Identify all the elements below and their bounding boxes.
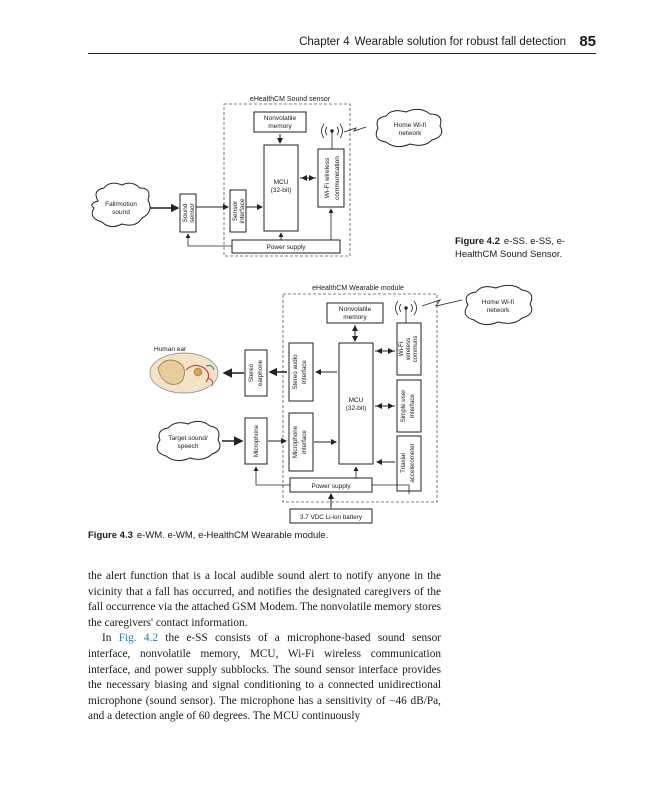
- target-sound-label-1: Target sound/: [168, 435, 208, 442]
- nv-memory-label-2: memory: [268, 123, 292, 130]
- figure-4-2-caption-text: e-SS. e-SS, e-HealthCM Sound Sensor.: [455, 236, 566, 260]
- fall-motion-label-1: Fall/motion: [105, 201, 137, 208]
- mic-interface-label-2: interface: [301, 430, 308, 454]
- microphone-label: Microphone: [253, 424, 260, 457]
- chapter-title: Wearable solution for robust fall detect…: [354, 36, 566, 48]
- nv-memory-2-label-1: Nonvolatile: [339, 306, 372, 313]
- wifi-wireless-label-2: wireless: [405, 338, 412, 361]
- body-text: the alert function that is a local audib…: [88, 569, 441, 725]
- human-ear-label: Human ear: [154, 346, 187, 353]
- target-sound-label-2: speech: [178, 443, 199, 450]
- wifi-wireless-label-3: communs: [412, 336, 419, 363]
- simple-user-interface-box: [396, 379, 422, 433]
- home-wifi-cloud: Home Wi-fi network: [375, 108, 443, 148]
- battery-box: [289, 508, 373, 524]
- fall-motion-sound-cloud: Fall/motion sound: [91, 182, 151, 228]
- wifi-wireless-box: [396, 322, 422, 376]
- home-wifi-2-label-2: network: [487, 307, 511, 314]
- mcu-2-label-2: (32-bit): [346, 405, 367, 412]
- paragraph-1: the alert function that is a local audib…: [88, 570, 441, 629]
- wireless-link-zigzag-2: [421, 299, 463, 307]
- mcu-box-2: [338, 342, 374, 465]
- simple-ui-label-2: interface: [409, 394, 416, 418]
- target-sound-cloud: Target sound/ speech: [156, 420, 221, 462]
- sound-sensor-label-1: Sound: [182, 203, 189, 222]
- fig42-title: eHealthCM Sound sensor: [250, 96, 331, 103]
- earphone-label-1: Stereo: [248, 363, 255, 382]
- mcu-box: [263, 144, 299, 232]
- nv-memory-2-label-2: memory: [343, 314, 367, 321]
- nv-memory-label-1: Nonvolatile: [264, 115, 297, 122]
- home-wifi-2-label-1: Home Wi-fi: [482, 299, 514, 306]
- para2-rest: the e-SS consists of a microphone-based …: [88, 632, 441, 723]
- sound-sensor-box: [179, 193, 197, 233]
- stereo-earphone-box: [244, 349, 268, 397]
- wireless-link-zigzag: [343, 126, 367, 133]
- power-supply-2-label: Power supply: [311, 483, 351, 490]
- figure-4-2-caption-label: Figure 4.2: [455, 236, 500, 247]
- home-wifi-label-2: network: [399, 130, 423, 137]
- power-supply-label: Power supply: [266, 244, 306, 251]
- stereo-audio-label-1: Stereo audio: [292, 354, 299, 390]
- nonvolatile-memory-box-2: [326, 302, 384, 324]
- figure-4-3-caption-text: e-WM. e-WM, e-HealthCM Wearable module.: [136, 530, 329, 541]
- mcu-label-1: MCU: [274, 179, 289, 186]
- sound-sensor-enclosure: [223, 103, 351, 257]
- microphone-box: [244, 417, 268, 465]
- accel-label-2: accelerometer: [409, 443, 416, 482]
- earphone-label-2: earphone: [257, 359, 264, 386]
- wearable-module-enclosure: [282, 293, 438, 503]
- antenna-icon-2: [395, 300, 417, 323]
- fig43-title: eHealthCM Wearable module: [312, 285, 404, 292]
- wifi-wireless-label-1: Wi-Fi: [398, 342, 405, 356]
- fig-4-2-link[interactable]: Fig. 4.2: [118, 632, 159, 645]
- figure-4-3-caption-label: Figure 4.3: [88, 530, 133, 541]
- wifi-comm-label-1: Wi-Fi wireless: [324, 157, 331, 198]
- simple-ui-label-1: Simple user: [400, 390, 407, 423]
- accel-label-1: Triaxial: [400, 453, 407, 473]
- header-title-line: Chapter 4 Wearable solution for robust fa…: [299, 36, 566, 48]
- page-number: 85: [579, 33, 596, 50]
- sound-sensor-label-2: sensor: [189, 202, 196, 222]
- fall-motion-label-2: sound: [112, 209, 130, 216]
- sensor-interface-label-2: interface: [239, 198, 246, 223]
- microphone-interface-box: [288, 412, 314, 472]
- stereo-audio-label-2: interface: [301, 360, 308, 384]
- para2-prefix: In: [102, 632, 119, 645]
- nonvolatile-memory-box: [253, 111, 307, 133]
- figure-4-3-diagram: eHealthCM Wearable module Home Wi-fi net…: [149, 284, 533, 524]
- wifi-comm-label-2: communication: [334, 156, 341, 200]
- mic-interface-label-1: Microphone: [292, 425, 299, 458]
- sensor-interface-label-1: Sensor: [232, 200, 239, 221]
- antenna-icon: [321, 123, 343, 149]
- mcu-2-label-1: MCU: [349, 397, 364, 404]
- battery-label: 3.7 VDC Li-ion battery: [300, 514, 363, 521]
- sensor-interface-box: [229, 189, 247, 233]
- home-wifi-label-1: Home Wi-fi: [394, 122, 426, 129]
- figure-4-2-diagram: eHealthCM Sound sensor Fall/motion sound…: [91, 96, 443, 257]
- stereo-audio-interface-box: [288, 342, 314, 402]
- mcu-label-2: (32-bit): [271, 187, 292, 194]
- running-header: Chapter 4 Wearable solution for robust fa…: [88, 33, 596, 54]
- home-wifi-cloud-2: Home Wi-fi network: [464, 284, 533, 326]
- power-supply-box: [231, 239, 341, 254]
- chapter-label: Chapter 4: [299, 36, 350, 48]
- human-ear-illustration: [149, 352, 219, 394]
- wifi-communication-box: [317, 148, 345, 208]
- paragraph-2: In Fig. 4.2 the e-SS consists of a micro…: [88, 631, 441, 725]
- triaxial-accelerometer-box: [396, 435, 422, 492]
